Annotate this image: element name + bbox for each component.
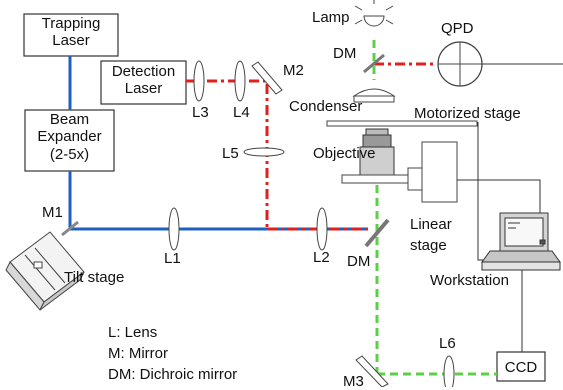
linear-stage xyxy=(341,141,458,203)
mirror-m1 xyxy=(61,220,79,237)
detection-laser-box xyxy=(100,60,187,105)
ccd-label: CCD xyxy=(504,359,538,376)
lens-l4 xyxy=(234,60,246,102)
l6-label: L6 xyxy=(439,335,456,352)
l2-label: L2 xyxy=(313,249,330,266)
imaging-beam xyxy=(372,40,497,376)
m3-label: M3 xyxy=(343,373,364,390)
objective-label: Objective xyxy=(313,145,376,162)
l4-label: L4 xyxy=(233,104,250,121)
motorized-stage-label: Motorized stage xyxy=(414,105,521,122)
dichroic-mirror-top xyxy=(363,53,385,74)
legend-lens: L: Lens xyxy=(108,324,158,341)
lens-l1 xyxy=(168,207,180,251)
detection-laser-label: Detection Laser xyxy=(111,63,176,98)
ccd-box xyxy=(496,351,546,382)
linear-stage-label: Linear stage xyxy=(410,216,452,254)
qpd-icon xyxy=(437,41,483,87)
condenser-label: Condenser xyxy=(289,98,363,115)
tilt-stage-camera-icon xyxy=(5,231,85,311)
trapping-laser-label: Trapping Laser xyxy=(41,15,101,50)
dichroic-mirror-bottom xyxy=(364,218,390,248)
l3-label: L3 xyxy=(192,104,209,121)
m2-label: M2 xyxy=(283,62,304,79)
condenser-icon xyxy=(352,88,396,103)
mirror-m2 xyxy=(251,61,283,95)
mirror-m3 xyxy=(355,355,389,387)
m1-label: M1 xyxy=(42,204,63,221)
motorized-stage xyxy=(326,120,478,127)
tilt-stage-label: Tilt stage xyxy=(64,269,125,286)
lamp-label: Lamp xyxy=(312,9,350,26)
dm-top-label: DM xyxy=(333,45,357,62)
lens-l5 xyxy=(243,147,285,157)
workstation-label: Workstation xyxy=(430,272,509,289)
legend-dichroic: DM: Dichroic mirror xyxy=(108,366,238,383)
lens-l2 xyxy=(316,207,328,251)
dm-bottom-label: DM xyxy=(347,253,371,270)
qpd-label: QPD xyxy=(441,20,474,37)
legend-mirror: M: Mirror xyxy=(108,345,168,362)
l5-label: L5 xyxy=(222,145,239,162)
lens-l6 xyxy=(443,355,455,387)
beam-expander-label: Beam Expander (2-5x) xyxy=(37,111,102,163)
trapping-laser-box xyxy=(23,13,119,57)
lens-l3 xyxy=(193,60,205,102)
lenses xyxy=(168,60,455,387)
l1-label: L1 xyxy=(164,250,181,267)
workstation-icon xyxy=(481,212,561,271)
lamp-icon xyxy=(354,0,394,27)
